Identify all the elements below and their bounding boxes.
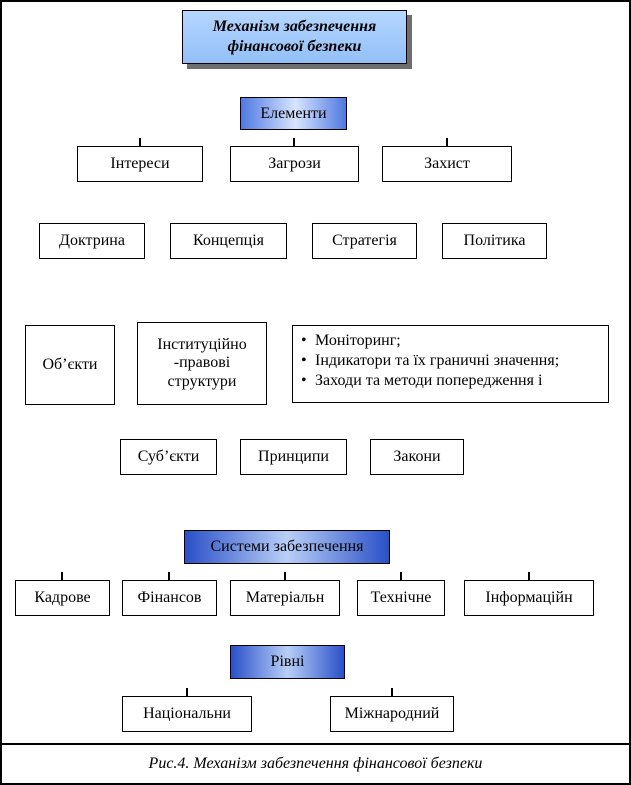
box-concept: Концепція [170, 223, 287, 259]
bullet-text-1: Моніторинг; [315, 332, 401, 349]
bullet-item: • Індикатори та їх граничні значення; [301, 351, 602, 371]
connector-tick [446, 138, 448, 146]
box-informational-label: Інформаційн [485, 588, 573, 606]
connector-tick [186, 688, 188, 696]
connector-tick [284, 572, 286, 580]
connector-tick [61, 572, 63, 580]
box-personnel-label: Кадрове [34, 588, 91, 606]
connector-tick [139, 138, 141, 146]
connector-tick [400, 572, 402, 580]
box-objects-label: Об’єкти [42, 355, 98, 373]
box-personnel: Кадрове [15, 580, 110, 616]
connector-tick [168, 572, 170, 580]
bullet-text-3: Заходи та методи попередження і [315, 372, 543, 389]
box-policy: Політика [442, 223, 547, 259]
connector-tick [293, 138, 295, 146]
connector-tick [391, 688, 393, 696]
bullet-item: • Заходи та методи попередження і [301, 371, 602, 391]
box-monitoring-list: • Моніторинг; • Індикатори та їх граничн… [292, 325, 609, 403]
institutional-line-2: -правові [173, 354, 231, 372]
box-threats-label: Загрози [268, 154, 321, 172]
bullet-marker: • [301, 372, 307, 389]
section-header-elements-label: Елементи [260, 104, 327, 122]
connector-tick [528, 572, 530, 580]
box-informational: Інформаційн [464, 580, 594, 616]
section-header-levels: Рівні [230, 645, 345, 679]
box-strategy: Стратегія [312, 223, 417, 259]
box-technical-label: Технічне [370, 588, 432, 606]
bullet-marker: • [301, 332, 307, 349]
box-threats: Загрози [230, 146, 359, 182]
box-financial-label: Фінансов [137, 588, 202, 606]
section-header-elements: Елементи [240, 97, 347, 130]
box-subjects-label: Суб’єкти [137, 447, 200, 465]
diagram-title-text: Механізм забезпечення фінансової безпеки [212, 18, 377, 55]
box-financial: Фінансов [122, 580, 217, 616]
bullet-marker: • [301, 352, 307, 369]
box-laws-label: Закони [393, 447, 441, 465]
box-material: Матеріальн [230, 580, 340, 616]
box-protection: Захист [382, 146, 512, 182]
section-header-levels-label: Рівні [270, 653, 305, 670]
box-national-level-label: Національни [143, 704, 231, 722]
institutional-line-3: структури [167, 372, 237, 390]
box-international-level: Міжнародний [330, 696, 454, 732]
box-institutional-structures: Інституційно -правові структури [137, 322, 267, 405]
box-doctrine: Доктрина [39, 223, 145, 259]
box-principles: Принципи [240, 439, 347, 475]
box-technical: Технічне [357, 580, 445, 616]
box-objects: Об’єкти [25, 325, 115, 405]
box-interests: Інтереси [77, 146, 203, 182]
box-concept-label: Концепція [192, 231, 265, 249]
box-national-level: Національни [122, 696, 252, 732]
section-header-systems-label: Системи забезпечення [210, 538, 364, 555]
box-doctrine-label: Доктрина [59, 231, 125, 249]
bullet-text-2: Індикатори та їх граничні значення; [315, 352, 560, 369]
section-header-systems: Системи забезпечення [184, 530, 390, 564]
diagram-title: Механізм забезпечення фінансової безпеки [182, 10, 407, 64]
bullet-item: • Моніторинг; [301, 331, 602, 351]
institutional-line-1: Інституційно [157, 335, 247, 353]
box-laws: Закони [370, 439, 464, 475]
box-international-level-label: Міжнародний [344, 704, 440, 722]
box-principles-label: Принципи [258, 447, 329, 465]
box-policy-label: Політика [463, 231, 526, 249]
box-strategy-label: Стратегія [332, 231, 397, 249]
figure-caption: Рис.4. Механізм забезпечення фінансової … [148, 755, 483, 772]
box-protection-label: Захист [424, 154, 470, 172]
figure-caption-bar: Рис.4. Механізм забезпечення фінансової … [2, 743, 629, 783]
box-subjects: Суб’єкти [120, 439, 217, 475]
box-interests-label: Інтереси [110, 154, 170, 172]
box-material-label: Матеріальн [245, 588, 325, 606]
